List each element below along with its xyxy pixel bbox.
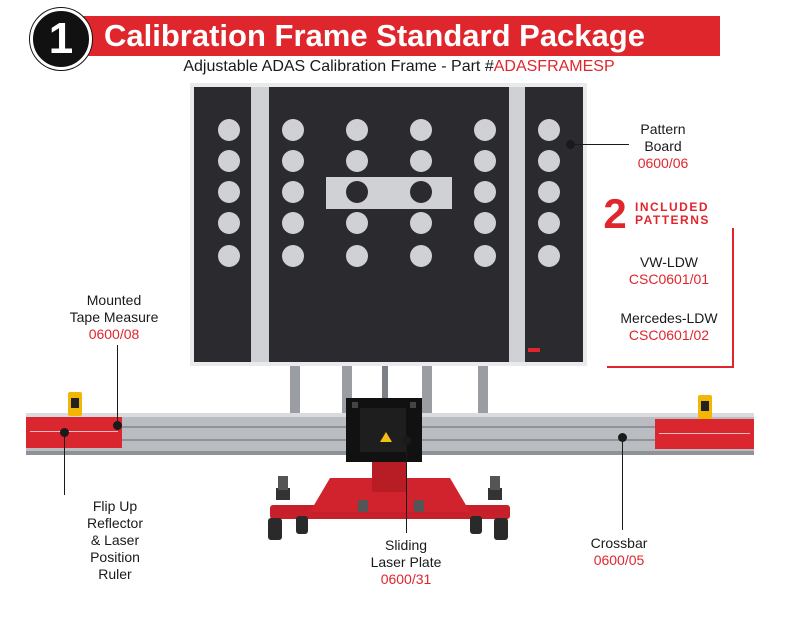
page-subtitle: Adjustable ADAS Calibration Frame - Part… (78, 57, 720, 77)
sliding-laser-plate (346, 398, 422, 462)
tape-measure-code: 0600/08 (88, 326, 140, 342)
ruler-left (26, 417, 122, 448)
crossbar-pointer-dot (618, 433, 627, 442)
reflector-line3: & Laser (90, 532, 140, 548)
laser-plate-pointer-line (406, 441, 407, 533)
tape-measure-label: Mounted Tape Measure 0600/08 (44, 292, 184, 343)
pattern-vw-name: VW-LDW (639, 254, 699, 270)
laser-plate-pointer-dot (402, 436, 411, 445)
laser-plate-line1: Sliding (384, 537, 428, 553)
base-stand (268, 452, 510, 540)
reflector-line4: Position (90, 549, 140, 565)
pattern-board (190, 83, 587, 366)
included-patterns-box (607, 228, 734, 368)
crossbar-pointer-line (622, 438, 623, 530)
laser-plate-line2: Laser Plate (370, 554, 442, 570)
tape-measure-line2: Tape Measure (69, 309, 159, 325)
step-number-badge: 1 (30, 8, 92, 70)
part-number: ADASFRAMESP (493, 58, 615, 75)
crossbar-code: 0600/05 (593, 552, 645, 568)
pattern-board-line1: Pattern (640, 121, 686, 137)
included-heading: INCLUDED PATTERNS (635, 201, 737, 227)
included-heading-line1: INCLUDED (635, 200, 709, 214)
crossbar-label: Crossbar 0600/05 (564, 535, 674, 569)
laser-plate-code: 0600/31 (380, 571, 432, 587)
reflector-label: Flip Up Reflector & Laser Position Ruler (60, 498, 170, 583)
pattern-board-pointer-line (571, 144, 629, 145)
pattern-mercedes-name: Mercedes-LDW (620, 310, 718, 326)
tape-measure-pointer-line (117, 345, 118, 425)
pattern-board-code: 0600/06 (637, 155, 689, 171)
laser-plate-label: Sliding Laser Plate 0600/31 (356, 537, 456, 588)
reflector-pointer-line (64, 433, 65, 495)
ruler-right (655, 419, 754, 449)
reflector-pointer-dot (60, 428, 69, 437)
step-number: 1 (48, 14, 74, 63)
pattern-board-pointer-dot (566, 140, 575, 149)
tape-measure-left (68, 392, 82, 416)
pattern-board-line2: Board (644, 138, 682, 154)
pattern-mercedes-code: CSC0601/02 (628, 327, 710, 343)
upright-posts (290, 362, 488, 418)
crossbar-line1: Crossbar (590, 535, 648, 551)
subtitle-text: Adjustable ADAS Calibration Frame - Part… (183, 58, 494, 75)
reflector-line5: Ruler (98, 566, 132, 582)
title-banner (78, 16, 720, 56)
pattern-item-vw: VW-LDW CSC0601/01 (606, 254, 732, 288)
page-title: Calibration Frame Standard Package (104, 18, 645, 53)
reflector-line2: Reflector (86, 515, 144, 531)
tape-measure-pointer-dot (113, 421, 122, 430)
tape-measure-line1: Mounted (86, 292, 142, 308)
tape-measure-right (698, 395, 712, 419)
included-count: 2 (603, 190, 627, 237)
pattern-board-label: Pattern Board 0600/06 (620, 121, 706, 172)
pattern-item-mercedes: Mercedes-LDW CSC0601/02 (606, 310, 732, 344)
included-heading-line2: PATTERNS (635, 213, 710, 227)
pattern-vw-code: CSC0601/01 (628, 271, 710, 287)
reflector-line1: Flip Up (92, 498, 138, 514)
